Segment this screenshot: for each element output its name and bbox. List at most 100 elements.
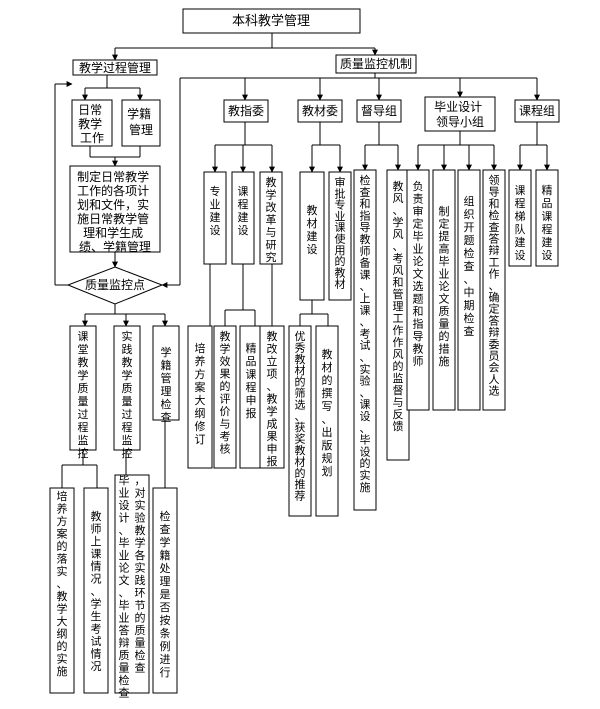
syllabus-implement-label: 培养方案的落实、教学大纲的实施 [57,489,68,678]
status-check-node: 学籍管理检查 [152,325,180,424]
major-building-node: 专业建设 [203,171,227,265]
quality-measure-label-text: 制定提高毕业论文质量的措施 [439,205,450,368]
course-building-node: 课程建设 [231,171,255,265]
teacher-class-label-text: 教师上课情况、学生考试情况 [91,510,102,673]
teaching-eval-node: 教学效果的评价与考核 [213,325,237,469]
excellent-course-label-text: 精品课程建设 [542,184,553,262]
process-title-node: 教学过程管理 [72,59,158,76]
textbook-writing-label: 教材的撰写、出版规划 [322,348,333,478]
group-kechengzu: 课程组 [514,99,560,123]
group-kechengzu-label: 课程组 [519,103,555,118]
root-label: 本科教学管理 [232,13,310,29]
reform-project-label-text: 教改立项、教学成果申报 [267,330,278,468]
excellent-course-apply-label: 精品课程申报 [246,342,257,420]
textbook-approve-node: 审批专业课使用的教材 [328,171,352,301]
practice-check-node: 毕业设计、毕业论文、毕业答辩质量检查，对实验教学各实践环节的质量检查 [114,474,150,700]
quality-measure-node: 制定提高毕业论文质量的措施 [432,169,456,411]
course-building-label-text: 课程建设 [238,185,249,237]
proposal-check-label-text: 组织开题检查、中期检查 [464,194,475,338]
quality-monitor-node: 质量监控点 [66,266,164,305]
group-jiaozhiwei: 教指委 [223,99,269,123]
group-graduation-label: 毕业设计 领导小组 [434,100,486,129]
group-graduation: 毕业设计 领导小组 [424,96,496,132]
practice-check-label: 毕业设计、毕业论文、毕业答辩质量检查，对实验教学各实践环节的质量检查 [119,474,146,700]
classroom-monitor-label-text: 课堂教学质量过程监控 [78,330,89,460]
excellent-textbook-label: 优秀教材的筛选、获奖教材的推荐 [295,330,306,503]
excellent-course-node: 精品课程建设 [535,169,559,267]
status-check-detail-label: 检查学籍处理是否按条例进行 [160,509,171,679]
course-team-label-text: 课程梯队建设 [515,184,526,262]
status-check-label-text: 学籍管理检查 [161,345,172,424]
daily-plan-node: 制定日常教学 工作的各项计 划和文件，实 施日常教学管 理和学生成 绩、学籍管理 [69,165,161,254]
classroom-monitor-label: 课堂教学质量过程监控 [78,330,89,460]
group-dudaozu: 督导组 [356,99,402,123]
teacher-class-node: 教师上课情况、学生考试情况 [83,487,109,694]
defense-lead-node: 领导和检查答辩工作、确定答辩委员会人选 [482,169,506,411]
daily-plan-label: 制定日常教学 工作的各项计 划和文件，实 施日常教学管 理和学生成 绩、学籍管理 [77,169,153,254]
excellent-textbook-label-text: 优秀教材的筛选、获奖教材的推荐 [295,330,306,503]
textbook-approve-label-text: 审批专业课使用的教材 [335,175,346,291]
group-jiaocaiwei-label: 教材委 [302,103,338,118]
course-team-node: 课程梯队建设 [508,169,532,267]
practice-monitor-label: 实践教学质量过程监控 [122,329,133,460]
approve-topic-label-text: 负责审定毕业论文选题和指导教师 [413,179,424,368]
syllabus-revise-node: 培养方案大纲修订 [187,325,213,469]
style-supervise-label-text: 教风、学风、考风和管理工作作风的监督与反馈 [393,180,404,433]
textbook-building-label: 教材建设 [307,204,318,256]
course-building-label: 课程建设 [238,185,249,237]
quality-measure-label: 制定提高毕业论文质量的措施 [439,205,450,368]
process-title: 教学过程管理 [79,60,151,75]
inspect-teaching-node: 检查和指导教师备课、上课、考试、实验、课设、毕设的实施 [353,169,377,511]
status-check-detail-label-text: 检查学籍处理是否按条例进行 [160,509,171,679]
defense-lead-label: 领导和检查答辩工作、确定答辩委员会人选 [489,174,500,398]
group-dudaozu-label: 督导组 [361,103,397,118]
student-status-node: 学籍 管理 [121,99,161,147]
textbook-writing-node: 教材的撰写、出版规划 [315,325,339,517]
practice-check-label-text: 毕业设计、毕业论文、毕业答辩质量检查，对实验教学各实践环节的质量检查 [119,474,146,700]
classroom-monitor-node: 课堂教学质量过程监控 [69,325,97,460]
daily-work-label: 日常 教学 工作 [78,103,106,145]
daily-work-node: 日常 教学 工作 [71,99,113,147]
group-jiaocaiwei: 教材委 [297,99,343,123]
syllabus-revise-label-text: 培养方案大纲修订 [195,341,206,446]
textbook-building-label-text: 教材建设 [307,204,318,256]
major-building-label-text: 专业建设 [210,184,221,237]
reform-project-node: 教改立项、教学成果申报 [259,325,285,469]
reform-project-label: 教改立项、教学成果申报 [267,330,278,468]
syllabus-implement-node: 培养方案的落实、教学大纲的实施 [49,487,75,694]
group-jiaozhiwei-label: 教指委 [228,103,264,118]
excellent-textbook-node: 优秀教材的筛选、获奖教材的推荐 [288,325,312,517]
major-building-label: 专业建设 [210,184,221,237]
syllabus-revise-label: 培养方案大纲修订 [195,341,206,446]
proposal-check-node: 组织开题检查、中期检查 [457,169,481,411]
defense-lead-label-text: 领导和检查答辩工作、确定答辩委员会人选 [489,174,500,398]
practice-monitor-label-text: 实践教学质量过程监控 [122,329,133,460]
teaching-reform-label: 教学改革与研究 [266,176,277,264]
excellent-course-apply-label-text: 精品课程申报 [246,342,257,420]
textbook-approve-label: 审批专业课使用的教材 [335,175,346,291]
inspect-teaching-label-text: 检查和指导教师备课、上课、考试、实验、课设、毕设的实施 [360,173,371,494]
excellent-course-apply-node: 精品课程申报 [239,325,263,469]
proposal-check-label: 组织开题检查、中期检查 [464,194,475,338]
approve-topic-node: 负责审定毕业论文选题和指导教师 [406,169,430,411]
teacher-class-label: 教师上课情况、学生考试情况 [91,510,102,673]
course-team-label: 课程梯队建设 [515,184,526,262]
teaching-eval-label: 教学效果的评价与考核 [220,330,231,456]
quality-title-node: 质量监控机制 [335,54,417,74]
quality-title: 质量监控机制 [340,57,412,71]
student-status-label: 学籍 管理 [127,106,155,137]
status-check-label: 学籍管理检查 [161,345,172,424]
practice-monitor-node: 实践教学质量过程监控 [113,325,141,460]
excellent-course-label: 精品课程建设 [542,184,553,262]
teaching-eval-label-text: 教学效果的评价与考核 [220,330,231,456]
quality-monitor-label: 质量监控点 [85,278,145,292]
approve-topic-label: 负责审定毕业论文选题和指导教师 [413,179,424,368]
style-supervise-label: 教风、学风、考风和管理工作作风的监督与反馈 [393,180,404,433]
textbook-writing-label-text: 教材的撰写、出版规划 [322,348,333,478]
status-check-detail-node: 检查学籍处理是否按条例进行 [152,487,178,694]
teaching-reform-node: 教学改革与研究 [259,171,283,265]
connector-lines [54,33,550,488]
teaching-reform-label-text: 教学改革与研究 [266,176,277,264]
style-supervise-node: 教风、学风、考风和管理工作作风的监督与反馈 [386,169,410,461]
